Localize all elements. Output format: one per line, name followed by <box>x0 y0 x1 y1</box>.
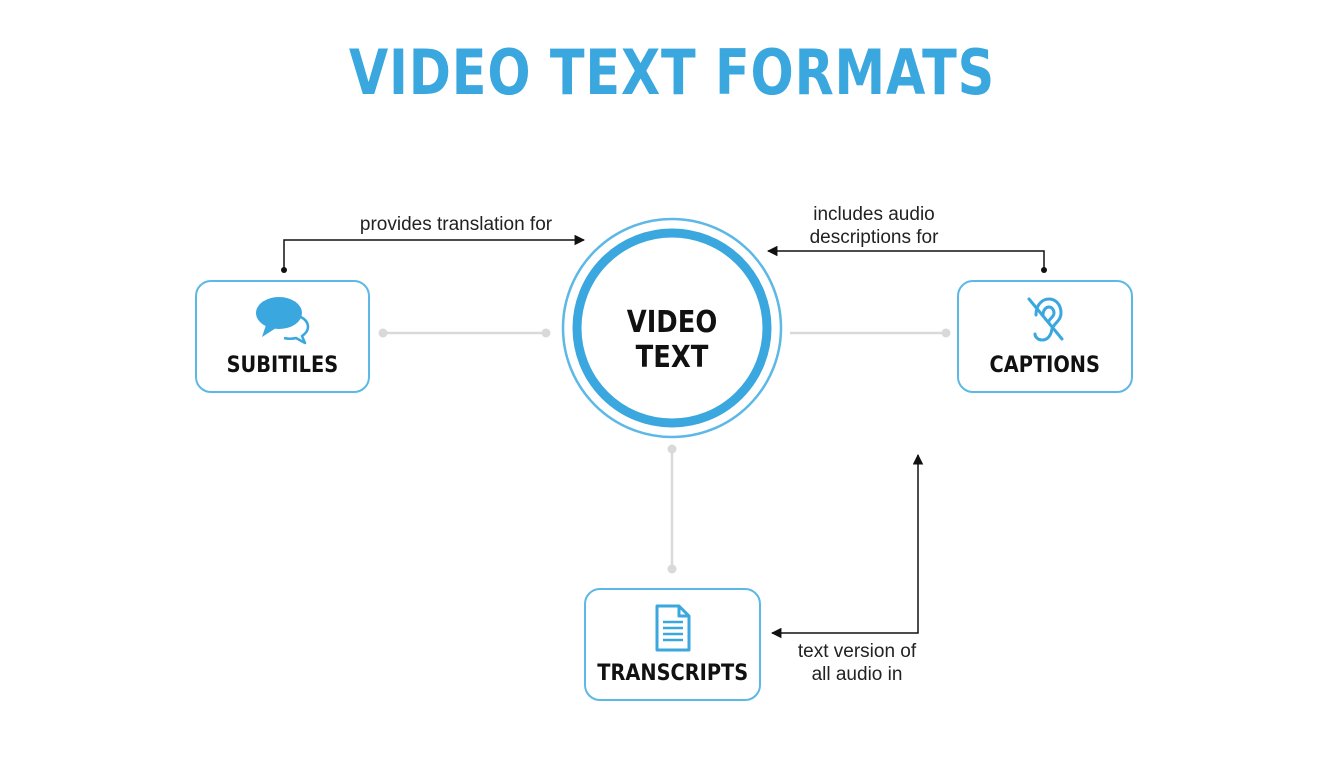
arrow-subtitles-to-center <box>281 234 586 273</box>
center-node <box>561 217 783 439</box>
page-title: VIDEO TEXT FORMATS <box>348 36 996 109</box>
connector-center-captions <box>790 328 951 338</box>
relation-label-captions-line2: descriptions for <box>809 227 939 248</box>
speech-bubbles-icon <box>255 297 309 345</box>
relation-label-captions-line1: includes audio <box>813 204 935 225</box>
subtitles-node[interactable]: SUBITILES <box>195 280 370 393</box>
relation-label-transcripts-line1: text version of <box>797 641 917 662</box>
ear-slash-icon <box>1027 297 1064 342</box>
arrow-captions-to-center <box>766 245 1047 273</box>
relation-label-subtitles: provides translation for <box>359 214 553 235</box>
subtitles-label: SUBITILES <box>226 353 339 378</box>
captions-node[interactable]: CAPTIONS <box>957 280 1133 393</box>
relation-label-transcripts-line2: all audio in <box>811 664 903 685</box>
transcripts-label: TRANSCRIPTS <box>597 661 748 686</box>
captions-label: CAPTIONS <box>989 353 1101 378</box>
relation-label-captions: includes audio descriptions for <box>774 203 974 249</box>
connector-center-transcripts <box>667 444 677 574</box>
document-icon <box>655 604 690 652</box>
arrow-transcripts-to-captions <box>770 453 924 639</box>
relation-label-transcripts: text version of all audio in <box>757 640 957 686</box>
transcripts-node[interactable]: TRANSCRIPTS <box>584 588 761 701</box>
connector-subtitles-center <box>378 328 551 338</box>
center-node-label: VIDEO TEXT <box>626 305 718 375</box>
